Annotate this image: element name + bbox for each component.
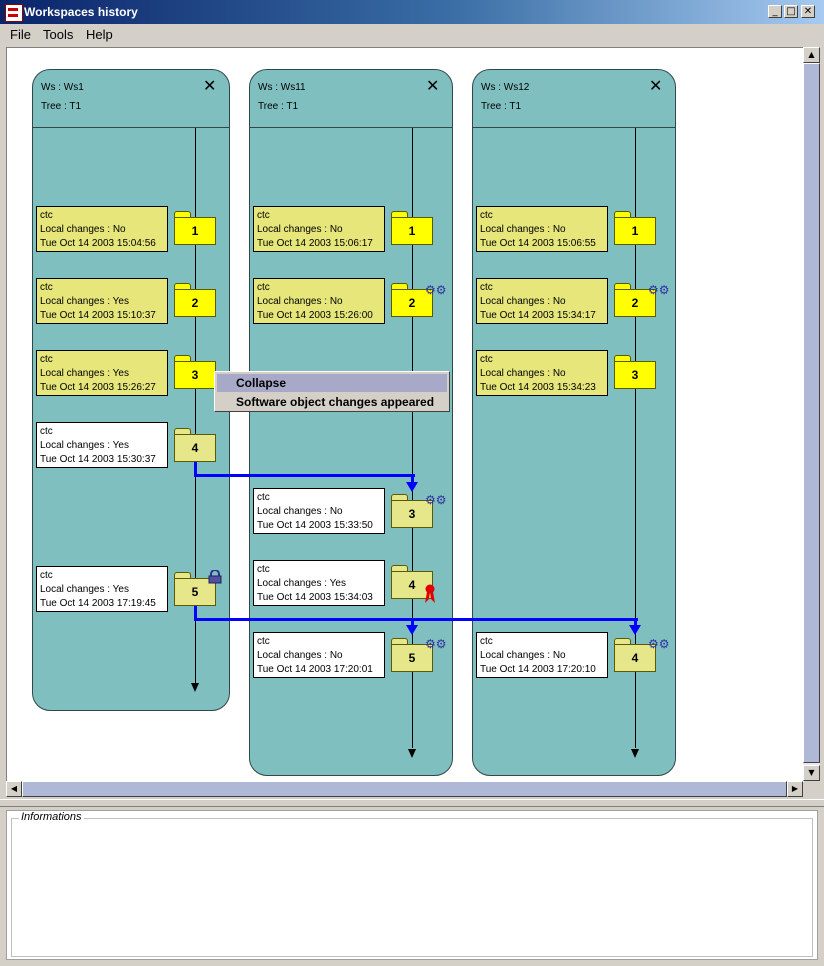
informations-label: Informations xyxy=(19,811,84,823)
lane-divider xyxy=(33,127,229,128)
scroll-up-arrow-icon[interactable]: ▲ xyxy=(803,47,820,63)
split-pane-divider[interactable] xyxy=(0,799,824,807)
lock-icon xyxy=(208,570,222,584)
lane-ws-label: Ws : Ws1 xyxy=(41,82,84,93)
timeline-axis xyxy=(412,128,413,748)
scroll-left-arrow-icon[interactable]: ◀ xyxy=(6,781,22,797)
menu-item-software-changes[interactable]: Software object changes appeared xyxy=(236,395,435,409)
menu-tools[interactable]: Tools xyxy=(43,27,74,42)
close-lane-icon[interactable]: ✕ xyxy=(203,76,217,95)
menu-bar: File Tools Help xyxy=(0,24,824,44)
menu-file[interactable]: File xyxy=(10,27,31,42)
lane-tree-label: Tree : T1 xyxy=(41,101,82,112)
merge-arrow xyxy=(406,482,418,492)
app-icon xyxy=(5,4,23,22)
merge-arrow xyxy=(629,625,641,635)
merge-link xyxy=(194,603,197,620)
merge-link xyxy=(194,460,197,477)
lane-divider xyxy=(473,127,675,128)
version-folder-icon[interactable]: 3 xyxy=(174,355,216,389)
timeline-arrow xyxy=(408,749,416,758)
version-folder-icon[interactable]: 4 xyxy=(391,565,433,599)
gear-icon: ⚙⚙ xyxy=(648,637,670,651)
timeline-axis xyxy=(195,128,196,683)
merge-link xyxy=(634,618,637,625)
menu-help[interactable]: Help xyxy=(86,27,113,42)
version-folder-icon[interactable]: 2 xyxy=(391,283,433,317)
merge-arrow xyxy=(406,625,418,635)
lane-ws-label: Ws : Ws11 xyxy=(258,82,306,93)
merge-link xyxy=(194,474,415,477)
version-folder-icon[interactable]: 1 xyxy=(174,211,216,245)
lane-ws-label: Ws : Ws12 xyxy=(481,82,530,93)
context-menu: Collapse Software object changes appeare… xyxy=(214,371,450,412)
scroll-right-arrow-icon[interactable]: ▶ xyxy=(787,781,803,797)
vertical-scroll-thumb[interactable] xyxy=(803,63,820,763)
version-folder-icon[interactable]: 1 xyxy=(391,211,433,245)
scroll-down-arrow-icon[interactable]: ▼ xyxy=(803,765,820,781)
gear-icon: ⚙⚙ xyxy=(425,283,447,297)
version-folder-icon[interactable]: 4 xyxy=(614,638,656,672)
menu-item-collapse[interactable]: Collapse xyxy=(217,374,447,392)
version-folder-icon[interactable]: 4 xyxy=(174,428,216,462)
gear-icon: ⚙⚙ xyxy=(425,493,447,507)
horizontal-scroll-thumb[interactable] xyxy=(22,781,787,797)
close-button[interactable]: ✕ xyxy=(801,5,815,18)
version-folder-icon[interactable]: 2 xyxy=(614,283,656,317)
merge-link xyxy=(411,618,414,625)
gear-icon: ⚙⚙ xyxy=(425,637,447,651)
window-title: Workspaces history xyxy=(24,5,138,19)
ribbon-icon xyxy=(425,584,435,603)
version-folder-icon[interactable]: 1 xyxy=(614,211,656,245)
lane-tree-label: Tree : T1 xyxy=(481,101,522,112)
version-folder-icon[interactable]: 3 xyxy=(614,355,656,389)
lane-tree-label: Tree : T1 xyxy=(258,101,299,112)
close-lane-icon[interactable]: ✕ xyxy=(426,76,440,95)
version-folder-icon[interactable]: 2 xyxy=(174,283,216,317)
informations-content xyxy=(11,818,813,957)
gear-icon: ⚙⚙ xyxy=(648,283,670,297)
informations-panel: Informations xyxy=(6,810,818,960)
maximize-button[interactable]: □ xyxy=(784,5,798,18)
merge-link xyxy=(411,474,414,483)
minimize-button[interactable]: _ xyxy=(768,5,782,18)
timeline-arrow xyxy=(191,683,199,692)
vertical-scrollbar[interactable]: ▲ ▼ xyxy=(803,47,820,781)
close-lane-icon[interactable]: ✕ xyxy=(649,76,663,95)
merge-link xyxy=(194,618,638,621)
history-canvas: Ws : Ws1 Tree : T1 ✕ Ws : Ws11 Tree : T1… xyxy=(6,47,804,782)
lane-divider xyxy=(250,127,452,128)
timeline-axis xyxy=(635,128,636,748)
title-bar: Workspaces history _ □ ✕ xyxy=(0,0,824,24)
version-folder-icon[interactable]: 3 xyxy=(391,494,433,528)
version-folder-icon[interactable]: 5 xyxy=(391,638,433,672)
horizontal-scrollbar[interactable]: ◀ ▶ xyxy=(6,781,803,797)
timeline-arrow xyxy=(631,749,639,758)
